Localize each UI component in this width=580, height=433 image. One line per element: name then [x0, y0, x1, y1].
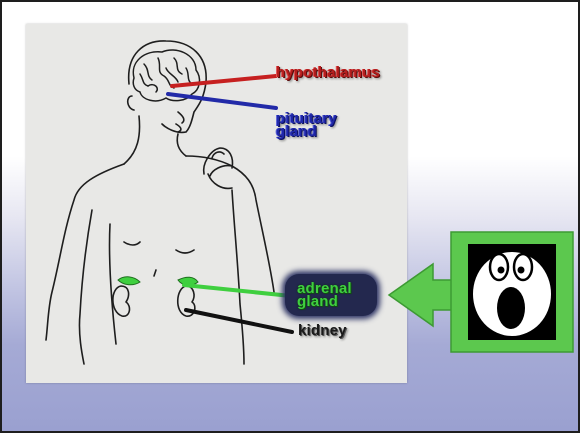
adrenal-gland-label: adrenal gland — [297, 282, 352, 308]
screaming-face-icon — [473, 252, 551, 336]
pituitary-gland-label: pituitary gland — [276, 112, 337, 138]
adrenal-gland-left — [118, 277, 140, 285]
stress-callout — [387, 230, 577, 355]
hypothalamus-label: hypothalamus — [276, 66, 380, 79]
pituitary-pointer — [168, 94, 276, 108]
hypothalamus-pointer — [172, 76, 276, 86]
adrenal-pointer — [184, 285, 291, 296]
arrow-left-icon — [389, 264, 457, 326]
kidney-pointer — [186, 310, 292, 332]
kidney-label: kidney — [298, 324, 347, 337]
